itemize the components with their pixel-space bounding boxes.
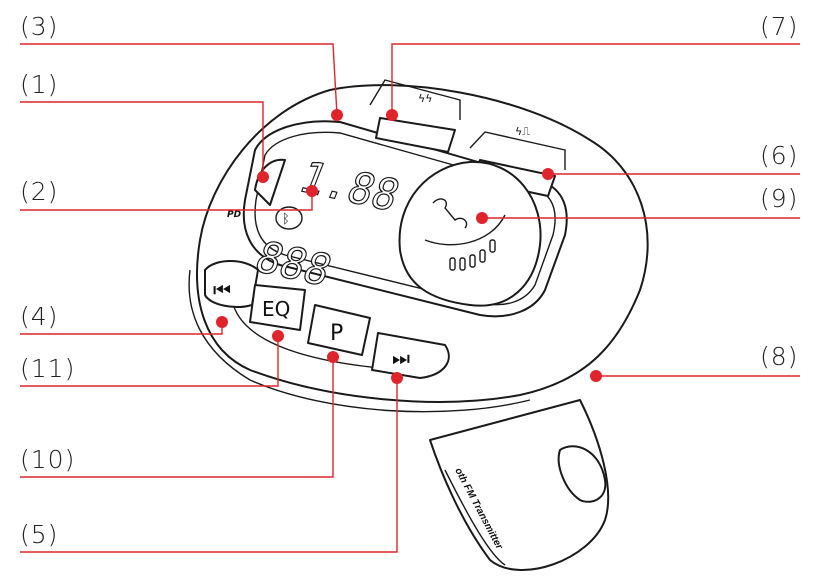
callout-label-6: (6): [760, 141, 799, 170]
callout-label-7: (7): [760, 12, 799, 41]
callout-dot-10: [327, 351, 339, 363]
callout-label-1: (1): [20, 70, 59, 99]
previous-track-icon: ⏮: [213, 278, 231, 302]
callout-dot-5: [391, 372, 403, 384]
svg-text:ᛒ: ᛒ: [282, 212, 290, 227]
p-button[interactable]: P: [307, 304, 371, 356]
usb-port-1: ϟϟ: [369, 79, 461, 153]
callout-dot-8: [590, 370, 602, 382]
callout-dot-6: [542, 168, 554, 180]
callout-lines: [20, 43, 800, 553]
phone-icon: [432, 198, 468, 229]
callout-dot-2: [306, 185, 318, 197]
bluetooth-icon: ᛒ: [275, 206, 303, 230]
callout-label-4: (4): [20, 302, 59, 331]
eq-button[interactable]: EQ: [249, 284, 306, 331]
callout-dot-9: [476, 212, 488, 224]
callout-label-3: (3): [20, 12, 59, 41]
callout-dot-4: [216, 316, 228, 328]
pd-label: PD: [227, 210, 242, 220]
lcd-digits: 1.88 888: [248, 152, 407, 297]
callout-dots: [216, 109, 602, 384]
car-plug: oth FM Transmitter: [429, 399, 610, 571]
callout-label-11: (11): [20, 354, 76, 383]
callout-dot-3: [331, 109, 343, 121]
callout-label-9: (9): [760, 184, 799, 213]
fast-charge-icon: ϟϟ: [418, 92, 433, 105]
callout-dot-7: [386, 109, 398, 121]
callout-label-10: (10): [20, 445, 76, 474]
multifunction-knob: [398, 160, 542, 307]
callout-label-2: (2): [20, 177, 59, 206]
callout-dot-11: [272, 330, 284, 342]
callout-label-8: (8): [760, 342, 799, 371]
svg-text:EQ: EQ: [262, 297, 290, 321]
pd-charge-icon: ϟ⎍: [515, 125, 530, 138]
next-button[interactable]: ⏭: [371, 332, 450, 379]
callout-dot-1: [257, 171, 269, 183]
svg-text:P: P: [330, 321, 343, 346]
prev-button[interactable]: ⏮: [204, 260, 259, 308]
callout-label-5: (5): [20, 520, 59, 549]
next-track-icon: ⏭: [392, 346, 410, 370]
